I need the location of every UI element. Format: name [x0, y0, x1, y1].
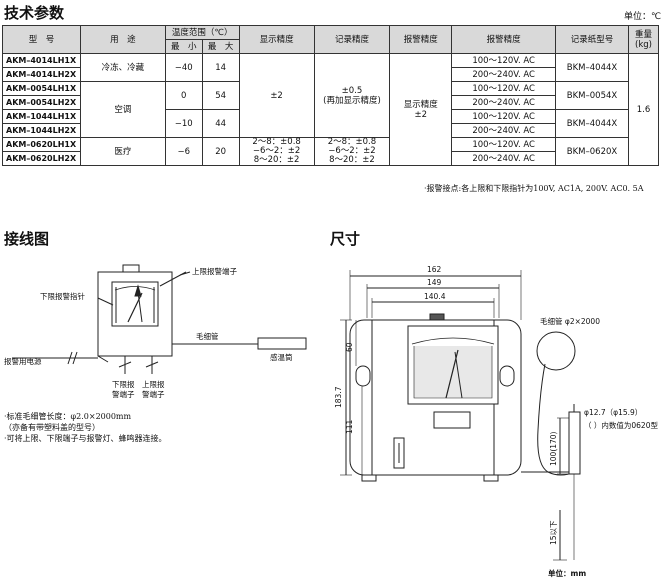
th-record: 记录精度	[313, 25, 391, 54]
table-row: AKM–4014LH2X 200～240V. AC	[2, 67, 659, 82]
sensor-label: 感温筒	[270, 352, 293, 362]
record-cell: ±0.5 (再加显示精度)	[313, 53, 391, 138]
spec-title: 技术参数	[4, 4, 65, 22]
weight-cell: 1.6	[627, 53, 660, 166]
model-cell: AKM–0620LH2X	[2, 151, 81, 166]
dim-183-7: 183.7	[334, 386, 343, 408]
diameter-note: （ ）内数值为0620型	[584, 420, 658, 430]
capillary-dim-label: 毛细管 φ2×2000	[540, 316, 600, 326]
dim-111: 111	[345, 419, 354, 434]
chart-cell: BKM–0620X	[555, 137, 629, 166]
th-temp-range: 温度范围（℃）	[164, 25, 240, 40]
display-cell: ±2	[238, 53, 315, 138]
lower-pointer-label: 下限报警指针	[40, 291, 85, 301]
unit-label: 单位：℃	[624, 12, 662, 22]
note-line: ·标准毛细管长度：φ2.0×2000mm	[4, 412, 132, 421]
th-chart: 记录纸型号	[555, 25, 629, 54]
spec-table: 型 号 用 途 温度范围（℃） 显示精度 记录精度 报警精度 报警精度 记录纸型…	[2, 25, 660, 166]
capillary-label: 毛细管	[196, 331, 219, 341]
table-row: AKM–0620LH2X 200～240V. AC	[2, 151, 659, 166]
note-line: （亦备有带塑料盖的型号）	[4, 423, 100, 432]
table-row: AKM–0054LH2X 200～240V. AC	[2, 95, 659, 110]
below-label: 15以下	[549, 520, 558, 545]
note-line: ·可将上限、下限端子与报警灯、蜂鸣器连接。	[4, 434, 167, 443]
dim-140-4: 140.4	[424, 292, 446, 301]
upper-terminal-label: 上限报警端子	[192, 266, 237, 276]
lower-terminal-label-2: 警端子	[112, 389, 135, 399]
diameter-label: φ12.7（φ15.9）	[584, 408, 642, 417]
dimension-title: 尺寸	[330, 230, 361, 248]
unit-mm-label: 单位：mm	[548, 568, 586, 578]
min-cell: −6	[164, 137, 203, 166]
wiring-title: 接线图	[4, 230, 50, 248]
record-medical-cell: 2～8：±0.8 −6～2：±2 8～20：±2	[313, 137, 391, 166]
dim-149: 149	[427, 278, 442, 287]
upper-terminal-label-1: 上限报	[142, 379, 165, 389]
upper-terminal-label-2: 警端子	[142, 389, 165, 399]
wiring-diagram	[12, 264, 307, 374]
length-label: 100(170)	[549, 431, 558, 466]
lower-terminal-label-1: 下限报	[112, 379, 135, 389]
th-max: 最 大	[201, 39, 240, 54]
min-cell: −10	[164, 109, 203, 138]
table-row: AKM–1044LH2X 200～240V. AC	[2, 123, 659, 138]
max-cell: 20	[201, 137, 240, 166]
power-label: 报警用电源	[4, 356, 42, 366]
dim-60: 60	[345, 342, 354, 352]
alarm-contact-note: ·报警接点:各上限和下限指针为100V, AC1A, 200V. AC0. 5A	[424, 184, 644, 193]
th-alarm: 报警精度	[451, 25, 557, 54]
th-weight: 重量(kg)	[627, 25, 660, 54]
wiring-notes: ·标准毛细管长度：φ2.0×2000mm （亦备有带塑料盖的型号） ·可将上限、…	[4, 411, 167, 444]
th-alarm-acc: 报警精度	[389, 25, 453, 54]
table-row: AKM–4014LH1X 冷冻、冷藏 −40 14 ±2 ±0.5 (再加显示精…	[2, 53, 660, 166]
display-medical-cell: 2～8：±0.8 −6～2：±2 8～20：±2	[238, 137, 315, 166]
dimension-drawing	[340, 270, 581, 561]
table-row: AKM–0620LH1X 医疗 −6 20 2～8：±0.8 −6～2：±2 8…	[2, 137, 659, 166]
power-cell: 200～240V. AC	[451, 151, 557, 166]
chart-cell: BKM–4044X	[555, 109, 629, 138]
th-model: 型 号	[2, 25, 81, 54]
use-cell: 医疗	[79, 137, 166, 166]
dim-162: 162	[427, 265, 442, 274]
chart-cell: BKM–4044X	[555, 53, 629, 82]
